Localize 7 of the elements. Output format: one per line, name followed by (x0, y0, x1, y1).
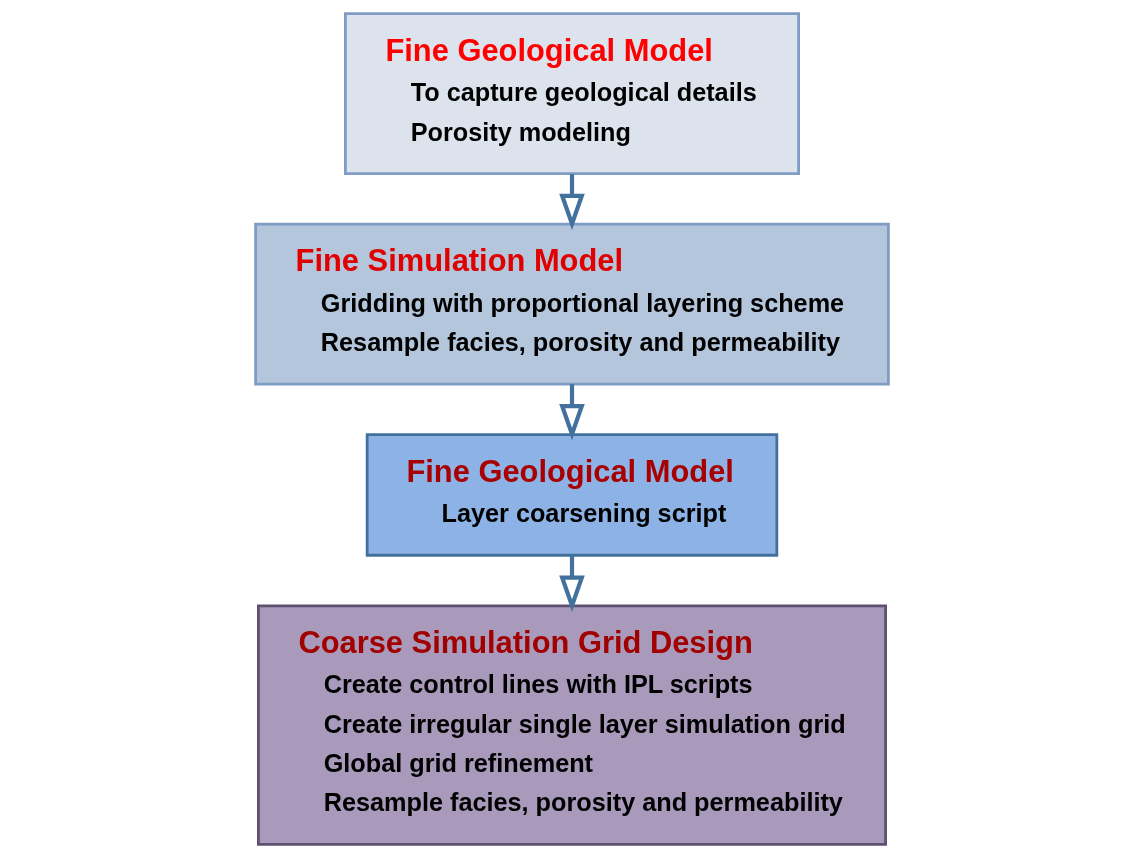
arrow (558, 555, 585, 613)
node-box: Fine Geological Model Layer coarsening script (365, 433, 778, 557)
node-box: Fine Geological Model To capture geological details Porosity modeling (343, 12, 800, 176)
arrow (558, 174, 585, 231)
arrow (558, 384, 585, 441)
node-box: Coarse Simulation Grid Design Create control lines with IPL scripts Create irregular single layer simulation grid Global grid refinement Resample facies, porosity and permeability (256, 604, 887, 846)
node-box: Fine Simulation Model Gridding with proportional layering scheme Resample facies, porosity and permeability (253, 222, 890, 386)
